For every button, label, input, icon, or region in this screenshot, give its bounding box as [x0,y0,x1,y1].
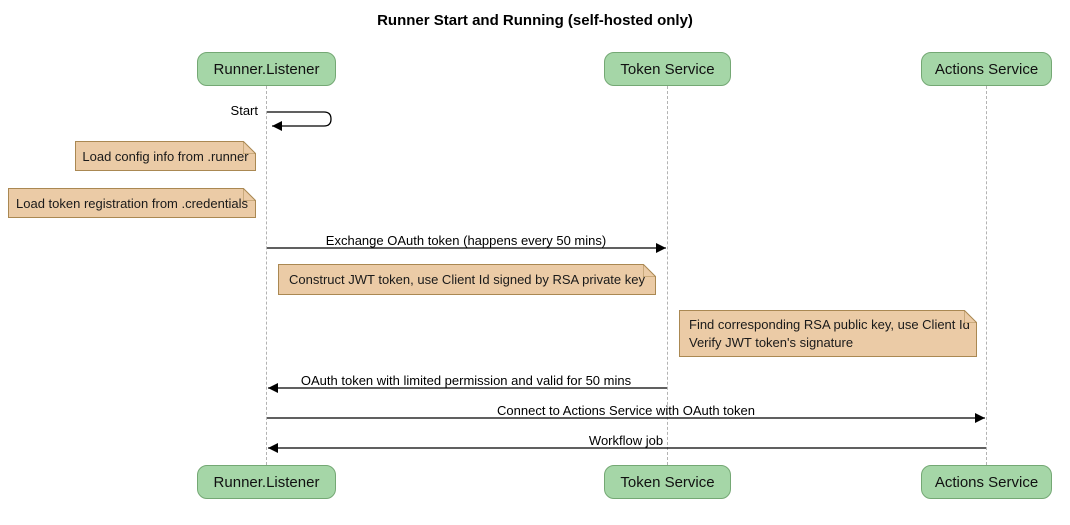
lifeline-actions-service [986,86,987,465]
participant-label: Actions Service [934,473,1039,491]
participant-actions-service-top: Actions Service [921,52,1052,86]
note-construct-jwt: Construct JWT token, use Client Id signe… [278,262,658,295]
note-text: Load config info from .runner [82,148,249,164]
lifeline-runner-listener [266,86,267,465]
note-fold-icon [642,262,658,278]
message-label-oauth-token-return: OAuth token with limited permission and … [300,373,632,388]
note-text: Load token registration from .credential… [16,195,248,211]
note-text: Construct JWT token, use Client Id signe… [289,272,645,287]
note-fold-icon [963,308,979,324]
note-text-line: Find corresponding RSA public key, use C… [689,317,970,332]
message-label-connect-actions-service: Connect to Actions Service with OAuth to… [497,403,755,418]
participant-token-service-bottom: Token Service [604,465,731,499]
participant-runner-listener-bottom: Runner.Listener [197,465,336,499]
note-text-line: Verify JWT token's signature [689,335,854,350]
participant-token-service-top: Token Service [604,52,731,86]
message-arrow-start-self-loop [267,111,332,131]
participant-label: Runner.Listener [213,473,320,491]
note-load-token-registration: Load token registration from .credential… [8,186,258,218]
message-label-workflow-job: Workflow job [588,433,664,448]
diagram-title: Runner Start and Running (self-hosted on… [377,12,693,29]
message-label-start: Start [230,103,258,118]
note-fold-icon [242,139,258,155]
note-fold-icon [242,186,258,202]
message-label-exchange-oauth-token: Exchange OAuth token (happens every 50 m… [325,233,607,248]
participant-label: Token Service [620,60,715,78]
participant-label: Token Service [620,473,715,491]
participant-actions-service-bottom: Actions Service [921,465,1052,499]
lifeline-token-service [667,86,668,465]
note-verify-jwt: Find corresponding RSA public key, use C… [679,308,979,357]
note-load-config: Load config info from .runner [75,139,258,171]
participant-label: Runner.Listener [213,60,320,78]
participant-label: Actions Service [934,60,1039,78]
participant-runner-listener-top: Runner.Listener [197,52,336,86]
